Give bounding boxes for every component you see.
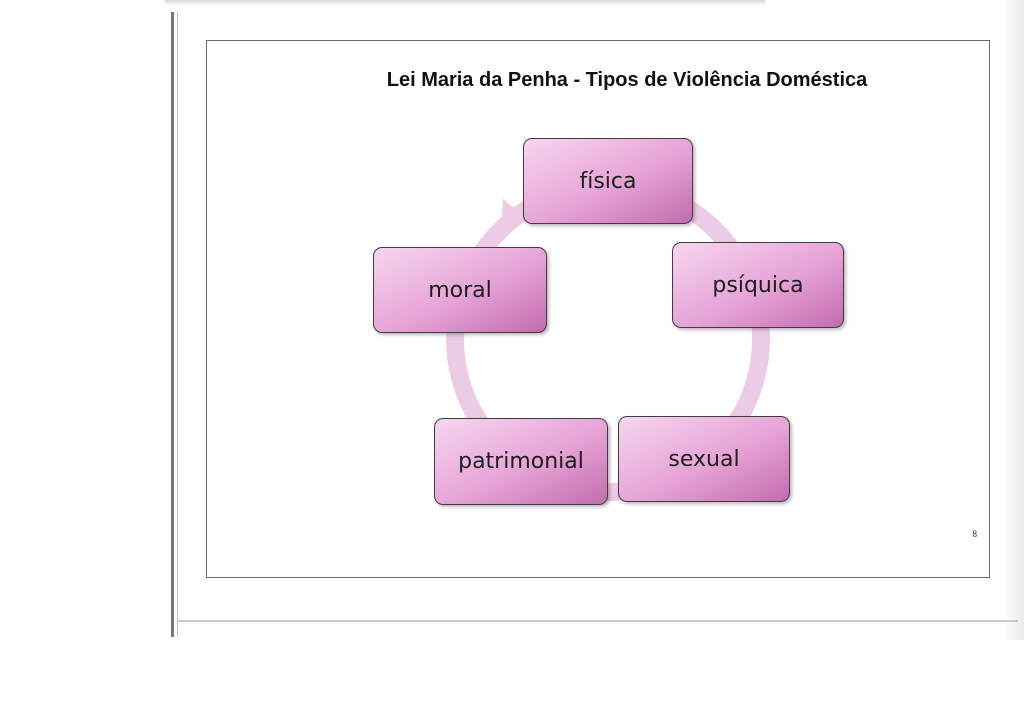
slide-title: Lei Maria da Penha - Tipos de Violência …: [386, 69, 868, 91]
node-sexual: sexual: [618, 416, 790, 502]
node-patrimonial: patrimonial: [434, 418, 608, 505]
node-fisica: física: [523, 138, 693, 224]
binding-edge-line-secondary: [177, 12, 178, 637]
page-bottom-edge: [178, 620, 1018, 622]
scan-shadow-right: [1004, 0, 1024, 640]
node-moral: moral: [373, 247, 547, 333]
page-number: 8: [972, 529, 978, 539]
binding-edge-line: [171, 12, 174, 637]
cycle-arrowhead: [501, 199, 525, 229]
scan-shadow-top: [165, 0, 765, 6]
slide-frame: Lei Maria da Penha - Tipos de Violência …: [206, 40, 990, 578]
node-psiquica: psíquica: [672, 242, 844, 328]
